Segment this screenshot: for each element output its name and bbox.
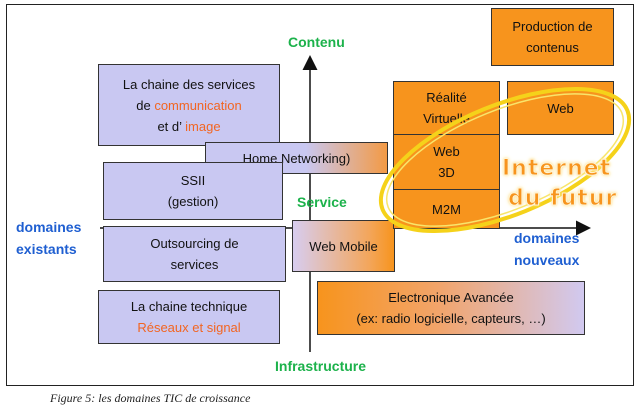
axis-label-infrastructure: Infrastructure (275, 358, 367, 374)
box-outsourcing-line2: services (170, 257, 219, 272)
box-production-contenus: Production de contenus (491, 8, 614, 66)
box-ssii-line1: SSII (180, 173, 206, 188)
highlight-text-line1: Internet (501, 156, 612, 182)
box-web-label: Web (547, 100, 574, 116)
box-chaine-des-services-line2-accent: communication (154, 97, 242, 113)
highlight-text-line2: du futur (507, 186, 618, 212)
box-chaine-des-services-line2-prefix: de (136, 97, 155, 113)
axis-label-contenu: Contenu (288, 34, 345, 50)
box-chaine-des-services-line3-accent: image (185, 118, 221, 134)
box-chaine-des-services-line2: de communication (123, 95, 255, 116)
box-home-networking-label: Home Networking) (242, 150, 351, 166)
box-chaine-des-services-line1: La chaine des services (122, 76, 256, 92)
figure-caption: Figure 5: les domaines TIC de croissance (50, 391, 251, 405)
box-electronique-avancee: Electronique Avancée (ex: radio logiciel… (317, 281, 585, 335)
box-outsourcing-line1: Outsourcing de (150, 236, 239, 251)
box-electronique-line1: Electronique Avancée (388, 290, 514, 305)
box-production-line2: contenus (526, 40, 579, 55)
axis-label-domaines-existants: domaines existants (16, 216, 81, 260)
axis-label-domaines-nouveaux: domaines nouveaux (514, 227, 579, 271)
box-outsourcing: Outsourcing de services (103, 226, 286, 282)
axis-label-service: Service (297, 194, 347, 210)
box-web-mobile-label: Web Mobile (309, 238, 378, 254)
box-ssii: SSII (gestion) (103, 162, 283, 220)
axis-label-existants-line1: domaines (16, 219, 82, 235)
box-web-mobile: Web Mobile (292, 220, 395, 272)
box-realite-line1: Réalité (426, 90, 467, 105)
axis-label-nouveaux-line1: domaines (514, 230, 580, 246)
box-electronique-line2: (ex: radio logicielle, capteurs, …) (356, 311, 546, 326)
box-chaine-technique: La chaine technique Réseaux et signal (98, 290, 280, 344)
box-web3d-line1: Web (433, 144, 460, 159)
box-chaine-des-services: La chaine des services de communication … (98, 64, 280, 146)
box-ssii-line2: (gestion) (167, 194, 219, 209)
box-production-line1: Production de (512, 19, 593, 34)
axis-label-existants-line2: existants (16, 241, 77, 257)
box-web3d-line2: 3D (438, 165, 455, 180)
box-chaine-des-services-line3-prefix: et d’ (157, 118, 186, 134)
box-m2m: M2M (393, 189, 500, 229)
diagram-frame (6, 4, 634, 386)
box-chaine-technique-line1: La chaine technique (130, 299, 248, 314)
axis-label-nouveaux-line2: nouveaux (514, 252, 580, 268)
box-m2m-label: M2M (432, 201, 461, 217)
box-chaine-technique-line2: Réseaux et signal (137, 320, 241, 335)
box-chaine-des-services-line3: et d’ image (123, 116, 255, 137)
